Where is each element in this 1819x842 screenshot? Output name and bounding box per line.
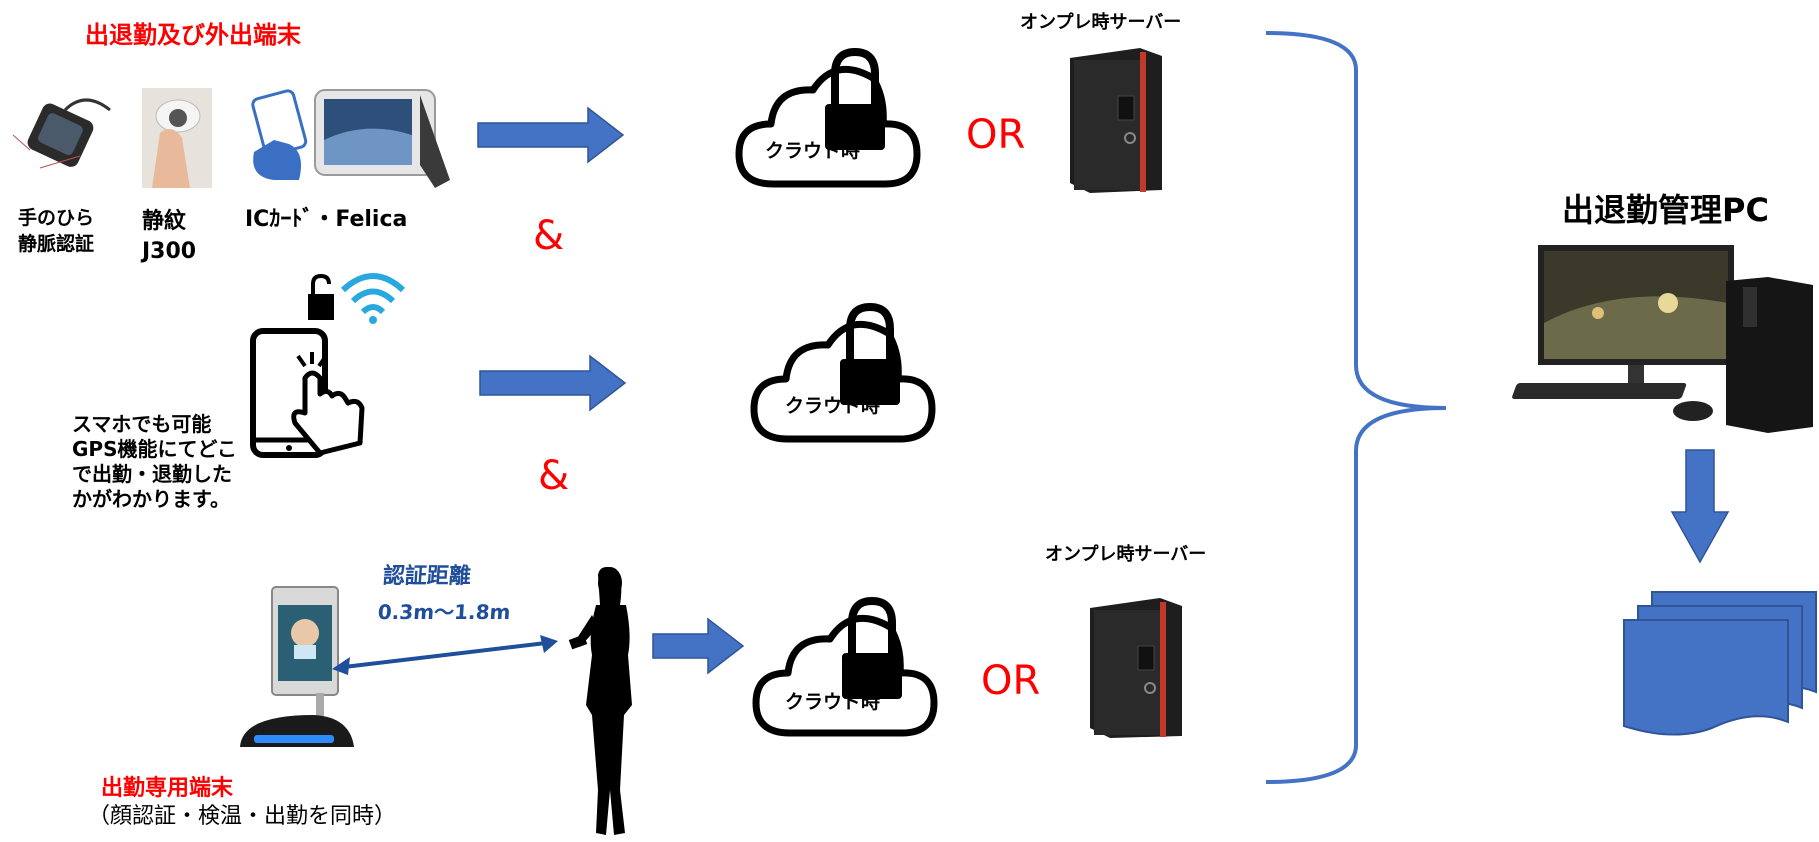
ampersand-1: & [533, 213, 565, 259]
palm-label-line-1: 手のひら [18, 207, 95, 229]
tablet-terminal-icon [314, 89, 450, 188]
vein-label: 静紋 J300 [142, 207, 196, 267]
padlock-small-icon [308, 273, 334, 320]
palm-label: 手のひら 静脈認証 [18, 205, 94, 257]
tower-server-icon [1070, 48, 1162, 193]
ic-card-icon [251, 89, 308, 180]
palm-vein-scanner-icon [12, 98, 111, 169]
person-silhouette-icon [568, 567, 632, 835]
server-label-2: オンプレ時サーバー [1045, 544, 1207, 565]
distance-label: 認証距離 [381, 564, 472, 589]
cloud-lock-1: クラウド時 [735, 47, 921, 193]
terminals-title: 出退勤及び外出端末 [85, 21, 301, 49]
smartphone-tap-icon [250, 328, 365, 458]
smartphone-text-line-1: スマホでも可能 [72, 412, 212, 436]
palm-label-line-2: 静脈認証 [18, 233, 95, 255]
vein-label-line-2: J300 [142, 239, 197, 264]
cloud-lock-icon [752, 596, 938, 737]
or-label-2: OR [981, 658, 1041, 704]
cloud-lock-3: クラウド時 [752, 596, 938, 742]
cloud-lock-icon [750, 302, 936, 443]
desktop-pc-icon [1512, 245, 1813, 433]
wifi-icon [340, 273, 406, 324]
cloud-label-3: クラウド時 [785, 691, 881, 713]
smartphone-text-line-4: かがわかります。 [72, 487, 230, 511]
arrow-right-icon-1 [477, 106, 625, 164]
vein-scanner-icon [142, 88, 212, 188]
face-recognition-terminal-icon [240, 586, 354, 747]
server-label-1: オンプレ時サーバー [1020, 12, 1182, 33]
documents-icon [1623, 591, 1817, 736]
face-terminal-subtitle: （顔認証・検温・出勤を同時） [88, 804, 397, 829]
pc-title: 出退勤管理PC [1562, 191, 1769, 229]
tower-server-icon [1090, 598, 1182, 738]
distance-range: 0.3m～1.8m [377, 600, 512, 624]
cloud-lock-2: クラウド時 [750, 302, 936, 448]
cloud-label-1: クラウド時 [765, 140, 861, 162]
smartphone-text-line-3: で出勤・退勤した [72, 462, 232, 486]
face-terminal-title: 出勤専用端末 [101, 776, 234, 801]
merge-brace-icon [1265, 31, 1447, 784]
smartphone-text-line-2: GPS機能にてどこ [72, 437, 237, 461]
cloud-lock-icon [735, 47, 921, 188]
ic-label: ICｶｰﾄﾞ・Felica [245, 207, 408, 232]
arrow-right-icon-2 [479, 354, 627, 412]
arrow-down-icon [1670, 449, 1730, 564]
smartphone-text: スマホでも可能 GPS機能にてどこ で出勤・退勤した かがわかります。 [72, 412, 237, 512]
ampersand-2: & [538, 453, 570, 499]
cloud-label-2: クラウド時 [785, 395, 881, 417]
arrow-right-icon-3 [652, 617, 745, 675]
distance-double-arrow-icon [332, 635, 558, 675]
or-label-1: OR [966, 112, 1026, 158]
vein-label-line-1: 静紋 [142, 209, 187, 234]
